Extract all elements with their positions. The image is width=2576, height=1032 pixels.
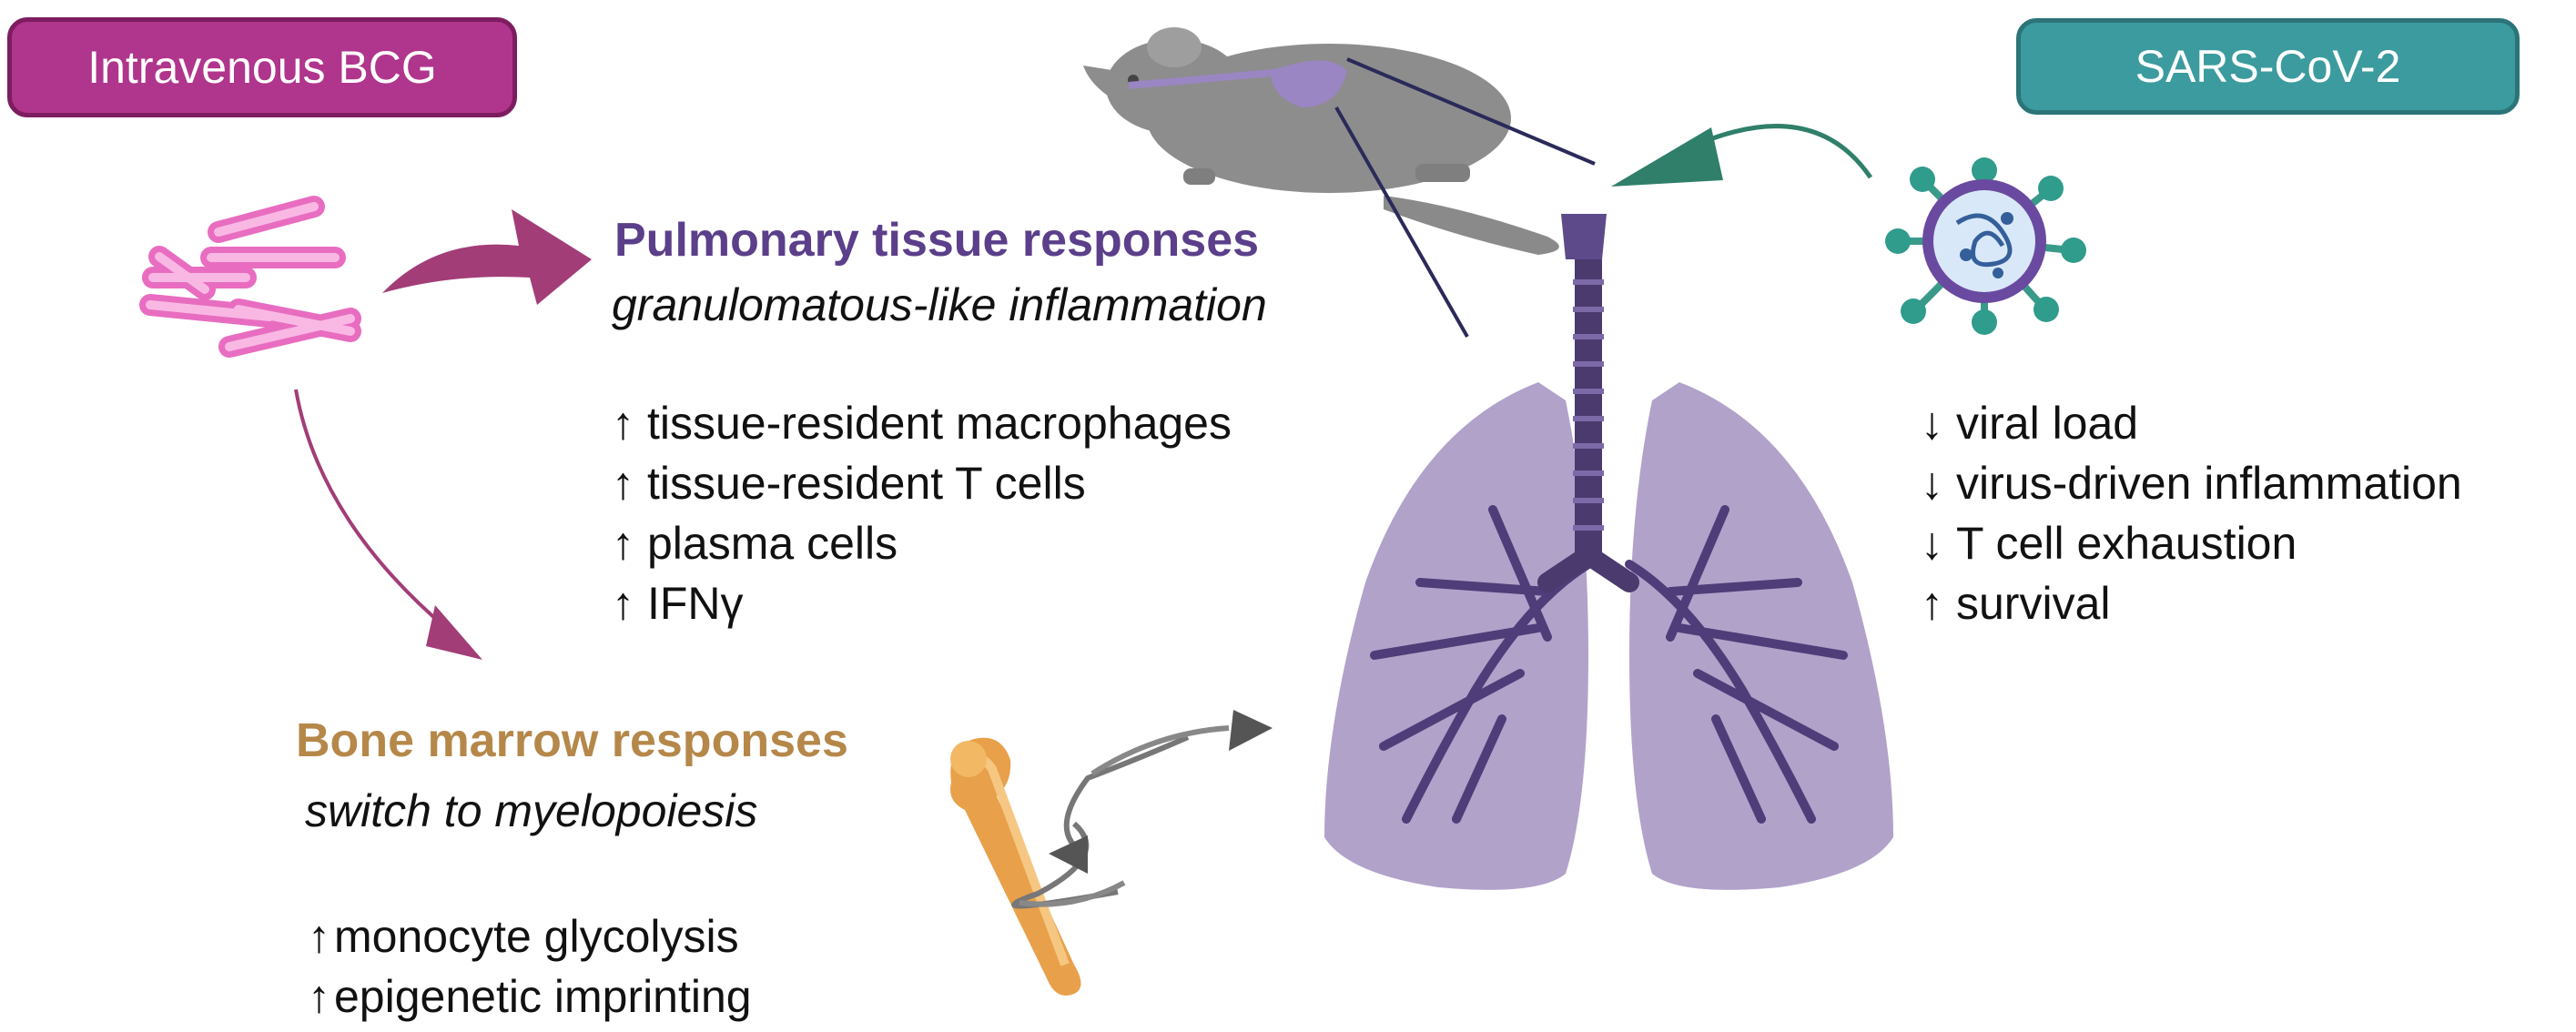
effect-text: T cell exhaustion [1956,518,2297,569]
bone-marrow-title: Bone marrow responses [296,714,848,767]
femur-bone-icon [950,737,1081,996]
effect-text: IFNγ [647,578,744,629]
cycle-arrows-icon [1011,710,1273,909]
bcg-label: Intravenous BCG [7,17,517,117]
arrow-to-bone-marrow [294,389,482,660]
effect-text: epigenetic imprinting [334,971,752,1022]
effect-text: virus-driven inflammation [1956,458,2462,509]
decrease-arrow: ↓ [1921,458,1943,509]
list-item: ↓ T cell exhaustion [1921,513,2462,573]
list-item: ↑ plasma cells [612,513,1232,573]
trachea-icon [1537,214,1639,592]
list-item: ↑epigenetic imprinting [308,966,752,1027]
bone-marrow-subtitle: switch to myelopoiesis [305,785,758,836]
sars-cov-2-label: SARS-CoV-2 [2016,18,2520,115]
effect-text: plasma cells [647,518,898,569]
list-item: ↑monocyte glycolysis [308,906,752,966]
bcg-bacteria-icon [139,196,361,358]
increase-arrow: ↑ [308,911,330,962]
sars-cov-2-effects-list: ↓ viral load ↓ virus-driven inflammation ↓… [1921,393,2462,633]
virus-icon [1885,157,2086,335]
list-item: ↓ viral load [1921,393,2462,453]
mouse-icon [1083,27,1559,255]
effect-text: tissue-resident T cells [647,458,1086,509]
pulmonary-subtitle: granulomatous-like inflammation [612,279,1267,330]
list-item: ↑ survival [1921,573,2462,633]
virus-to-lungs-arrow [1611,124,1873,187]
list-item: ↓ virus-driven inflammation [1921,453,2462,513]
increase-arrow: ↑ [612,518,634,569]
increase-arrow: ↑ [1921,578,1943,629]
list-item: ↑ tissue-resident T cells [612,453,1232,513]
effect-text: monocyte glycolysis [334,911,739,962]
increase-arrow: ↑ [308,971,330,1022]
list-item: ↑ tissue-resident macrophages [612,393,1232,453]
increase-arrow: ↑ [612,458,634,509]
list-item: ↑ IFNγ [612,573,1232,633]
increase-arrow: ↑ [612,398,634,449]
bone-marrow-effects-list: ↑monocyte glycolysis ↑epigenetic imprint… [308,906,752,1027]
pulmonary-title: Pulmonary tissue responses [614,214,1260,267]
pulmonary-effects-list: ↑ tissue-resident macrophages ↑ tissue-res… [612,393,1232,633]
decrease-arrow: ↓ [1921,398,1943,449]
arrow-to-pulmonary [382,209,592,305]
effect-text: tissue-resident macrophages [647,398,1232,449]
effect-text: survival [1956,578,2111,629]
increase-arrow: ↑ [612,578,634,629]
effect-text: viral load [1956,398,2139,449]
decrease-arrow: ↓ [1921,518,1943,569]
lungs-icon [1324,382,1893,890]
